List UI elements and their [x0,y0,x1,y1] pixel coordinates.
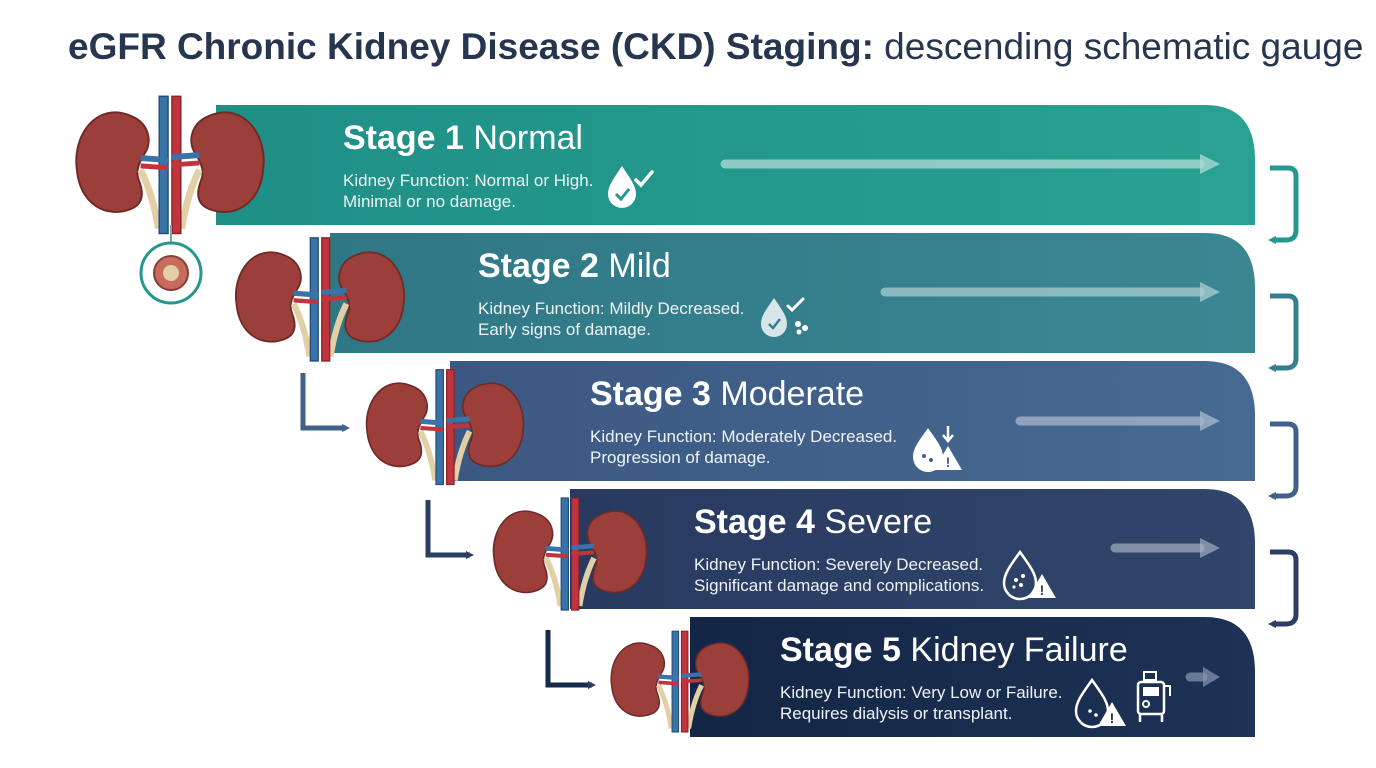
stage-3-heading: Stage 3 Moderate [590,375,865,413]
dialysis-machine-icon [1136,671,1171,722]
stage-3-progress-arrow [1015,411,1220,431]
stage-4-progress-arrow [1110,538,1220,558]
connector-arrow-1-2 [1268,165,1299,244]
stage-4-damage: Significant damage and complications. [694,576,985,595]
stage-4-function: Kidney Function: Severely Decreased. [694,555,984,574]
connector-arrow-3-4 [1268,421,1299,500]
stage-4-heading: Stage 4 Severe [694,503,933,541]
page-title: eGFR Chronic Kidney Disease (CKD) Stagin… [68,26,1364,67]
stage-4-bar [570,489,1255,609]
droplet-check-dots-icon [761,297,808,337]
svg-text:!: ! [1040,582,1045,598]
stage-1-progress-arrow [720,154,1220,174]
stage-2-card: Stage 2 Mild Kidney Function: Mildly Dec… [478,246,744,340]
stage-3-damage: Progression of damage. [590,448,771,467]
stage-5-progress-arrow [1185,667,1220,687]
stage-5-damage: Requires dialysis or transplant. [780,704,1013,723]
stage-3-function: Kidney Function: Moderately Decreased. [590,427,898,446]
droplet-warning-down-icon: ! [913,426,962,472]
droplet-warning-failure-icon: ! [1074,677,1126,729]
stage-2-heading: Stage 2 Mild [478,247,671,285]
connector-arrow-4-5 [1268,549,1299,628]
droplet-check-icon [608,166,654,208]
stage-4-card: Stage 4 Severe Kidney Function: Severely… [694,502,984,596]
left-connector-arrow-4 [425,500,474,559]
stage-1-function: Kidney Function: Normal or High. [343,171,594,190]
stage-2-progress-arrow [880,282,1220,302]
stage-3-card: Stage 3 Moderate Kidney Function: Modera… [590,374,897,468]
nephron-magnifier-icon [139,225,203,305]
stage-2-bar [330,233,1255,353]
left-connector-arrow-3 [300,373,350,432]
stage-5-function: Kidney Function: Very Low or Failure. [780,683,1063,702]
droplet-warning-icon: ! [1002,549,1056,601]
stage-1-card: Stage 1 Normal Kidney Function: Normal o… [343,118,593,212]
svg-text:!: ! [946,454,951,470]
stage-1-heading: Stage 1 Normal [343,119,583,157]
stage-1-damage: Minimal or no damage. [343,192,516,211]
stage-5-card: Stage 5 Kidney Failure Kidney Function: … [780,630,1128,724]
svg-text:!: ! [1110,710,1115,726]
stage-3-bar [450,361,1255,481]
connector-arrow-2-3 [1268,293,1299,372]
stage-2-function: Kidney Function: Mildly Decreased. [478,299,745,318]
left-connector-arrow-5 [545,630,596,689]
stage-2-damage: Early signs of damage. [478,320,651,339]
stage-5-heading: Stage 5 Kidney Failure [780,631,1128,669]
